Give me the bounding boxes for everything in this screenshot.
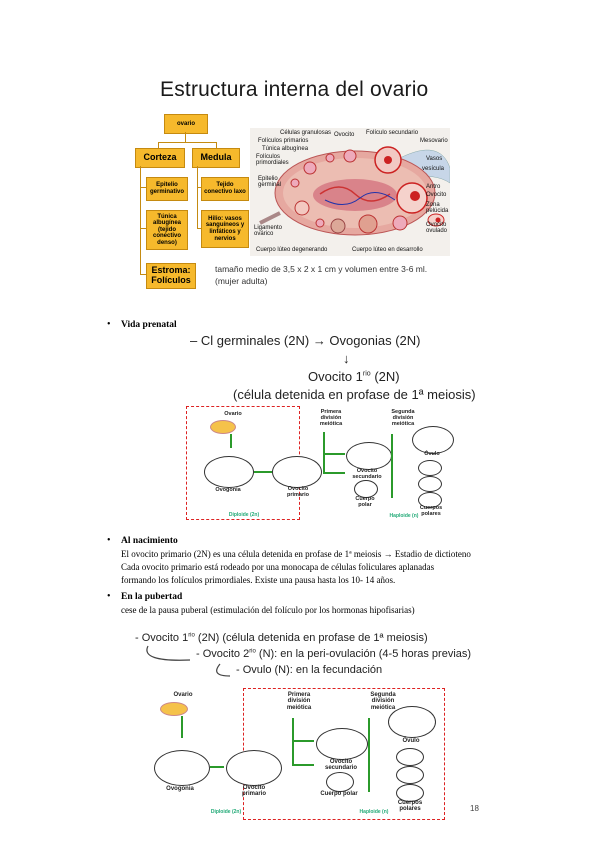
label-celulas-granulosas: Células granulosas (280, 130, 332, 136)
ovary-icon (210, 420, 236, 434)
polar-body-cell-2 (326, 772, 354, 792)
pubertad-line-3: - Ovulo (N): en la fecundación (236, 664, 383, 676)
label-segunda-division: Segunda división meiótica (391, 409, 415, 427)
label-diploide: Diploide (2n) (228, 512, 260, 518)
bullet: • (107, 319, 111, 330)
label-cuerpo-polar: Cuerpo polar (355, 496, 375, 508)
label-ovocito-ovulado: Ovocito ovulado (426, 222, 448, 234)
bullet: • (107, 535, 111, 546)
label-epitelio-germinal: Epitelio germinal (258, 176, 282, 188)
prenatal-line-1: – Cl germinales (2N) → Ovogonias (2N) (190, 333, 421, 348)
size-note: tamaño medio de 3,5 x 2 x 1 cm y volumen… (215, 264, 428, 274)
label-cuerpos-polares-2: Cuerpos polares (397, 800, 423, 813)
concept-hilio: Hilio: vasos sanguíneos y linfáticos y n… (201, 210, 249, 248)
ovogonia-cell-2 (154, 750, 210, 786)
label-ovocito-secundario-2: Ovocito secundario (324, 759, 357, 772)
section-title-prenatal: Vida prenatal (121, 320, 177, 330)
ovum-cell (412, 426, 454, 454)
ovary-drawing (250, 128, 451, 256)
pubertad-paragraph: cese de la pausa puberal (estimulación d… (121, 605, 415, 615)
label-ovocito-2: Ovocito (426, 192, 447, 198)
concept-medula: Medula (192, 148, 240, 168)
pubertad-line-1: - Ovocito 1rio (2N) (célula detenida en … (135, 632, 428, 644)
ovogonia-cell (204, 456, 254, 488)
polar-body-3 (418, 492, 442, 508)
ovary-illustration: Células granulosas Folículos primarios T… (250, 128, 451, 256)
label-ovario-2: Ovario (173, 692, 193, 698)
label-diploide-2: Diploide (2n) (210, 809, 242, 815)
label-ovocito-primario-2: Ovocito primario (241, 785, 266, 798)
concept-estroma: Estroma: Folículos (146, 263, 196, 289)
label-segunda-division-2: Segunda división meiótica (370, 692, 396, 711)
label-ovogonia-2: Ovogonia (166, 786, 194, 792)
nacimiento-paragraph-1: El ovocito primario (2N) es una célula d… (121, 549, 471, 559)
label-primera-division: Primera división meiótica (319, 409, 343, 427)
label-ovario: Ovario (224, 411, 242, 417)
label-zona-pelucida: Zona pelúcida (426, 202, 449, 214)
polar-body-cell (354, 480, 378, 498)
ovary-icon-2 (160, 702, 188, 716)
polar-body-2 (418, 476, 442, 492)
down-arrow: ↓ (343, 351, 350, 366)
label-mesovario: Mesovario (420, 138, 448, 144)
secondary-oocyte-cell (346, 442, 392, 470)
label-ovocito: Ovocito (334, 132, 355, 138)
label-vesicula: vesícula (422, 166, 445, 172)
prenatal-line-2: Ovocito 1rio (2N) (308, 369, 400, 384)
polar-body-5 (396, 766, 424, 784)
bullet: • (107, 591, 111, 602)
label-ovulo-2: Óvulo (402, 738, 420, 744)
label-ligamento-ovarico: Ligamento ovárico (254, 225, 283, 237)
secondary-oocyte-cell-2 (316, 728, 368, 760)
label-foliculos-primarios: Folículos primarios (258, 138, 309, 144)
nacimiento-paragraph-3: formando los folículos primordiales. Exi… (121, 575, 396, 585)
label-cuerpos-polares: Cuerpos polares (419, 505, 443, 517)
page-title: Estructura interna del ovario (160, 78, 429, 101)
label-primera-division-2: Primera división meiótica (286, 692, 312, 711)
meiosis-diagram-pubertad: Ovario Ovogonia Ovocito primario Diploid… (146, 688, 446, 820)
label-haploide: Haploide (n) (389, 513, 419, 519)
label-ovocito-secundario: Ovocito secundario (352, 468, 382, 480)
concept-tunica: Túnica albugínea (tejido conectivo denso… (146, 210, 188, 250)
label-cuerpo-luteo-desarrollo: Cuerpo lúteo en desarrollo (352, 247, 423, 253)
label-tunica-albuginea: Túnica albugínea (262, 146, 309, 152)
concept-corteza: Corteza (135, 148, 185, 168)
section-title-pubertad: En la pubertad (121, 592, 183, 602)
label-antro: Antro (426, 184, 441, 190)
label-haploide-2: Haploide (n) (359, 809, 389, 815)
polar-body-4 (396, 748, 424, 766)
primary-oocyte-cell (272, 456, 322, 488)
polar-body-1 (418, 460, 442, 476)
label-vasos: Vasos (426, 156, 443, 162)
pubertad-line-2: - Ovocito 2rio (N): en la peri-ovulación… (196, 648, 472, 660)
label-cuerpo-luteo-degenerando: Cuerpo lúteo degenerando (256, 247, 328, 253)
meiosis-diagram-prenatal: Ovario Ovogonia Ovocito primario Diploid… (186, 406, 456, 524)
concept-tejido-laxo: Tejido conectivo laxo (201, 177, 249, 201)
size-note-subject: (mujer adulta) (215, 276, 268, 286)
label-ovogonia: Ovogonia (215, 487, 241, 493)
label-ovulo: Óvulo (424, 451, 440, 457)
curved-arrows (146, 645, 231, 677)
label-foliculo-secundario: Folículo secundario (366, 130, 419, 136)
page-number: 18 (470, 804, 479, 813)
label-cuerpo-polar-2: Cuerpo polar (320, 791, 358, 797)
ovum-cell-2 (388, 706, 436, 738)
label-foliculos-primordiales: Folículos primordiales (256, 154, 289, 166)
prenatal-line-3: (célula detenida en profase de 1ª meiosi… (233, 387, 476, 402)
primary-oocyte-cell-2 (226, 750, 282, 786)
polar-body-6 (396, 784, 424, 802)
concept-epitelio: Epitelio germinativo (146, 177, 188, 201)
label-ovocito-primario: Ovocito primario (286, 486, 309, 498)
nacimiento-paragraph-2: Cada ovocito primario está rodeado por u… (121, 562, 435, 572)
section-title-nacimiento: Al nacimiento (121, 536, 178, 546)
concept-ovario: ovario (164, 114, 208, 134)
